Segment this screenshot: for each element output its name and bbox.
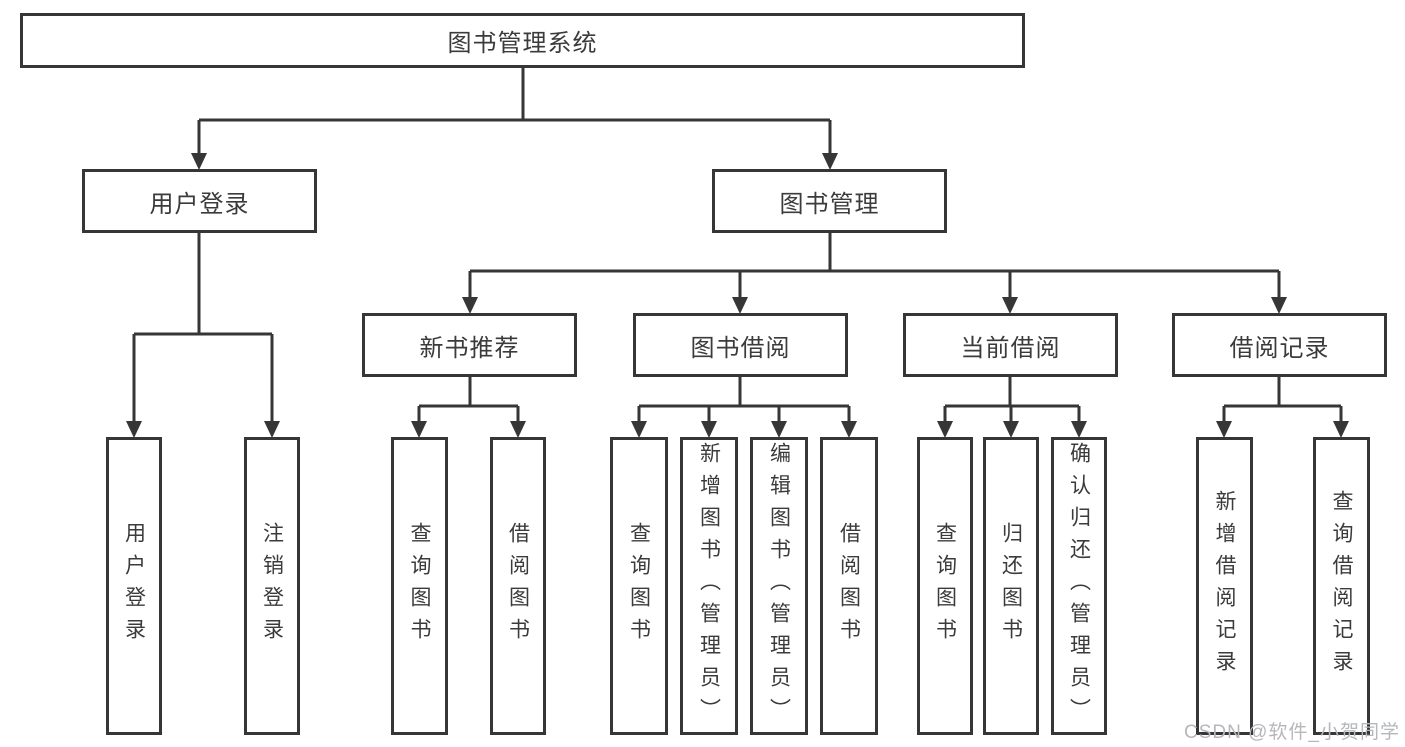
node-book-management: 图书管理 <box>712 169 947 233</box>
arrowhead-down-icon <box>841 421 857 438</box>
arrowhead-down-icon <box>1071 421 1087 438</box>
node-label: 图书管理 <box>779 190 880 218</box>
node-leaf-borrow-books: 借阅图书 <box>820 437 878 735</box>
node-user-login: 用户登录 <box>82 169 317 233</box>
node-leaf-query-books-current: 查询图书 <box>917 437 973 735</box>
node-label: 借阅图书 <box>837 522 861 650</box>
arrowhead-down-icon <box>462 297 478 314</box>
arrowhead-down-icon <box>937 421 953 438</box>
node-leaf-edit-books-admin: 编辑图书（管理员） <box>750 437 808 735</box>
csdn-watermark: CSDN @软件_小贺同学 <box>1184 722 1400 743</box>
node-label: 查询图书 <box>933 522 957 650</box>
node-label: 查询图书 <box>627 522 651 650</box>
arrowhead-down-icon <box>1333 421 1349 438</box>
node-label: 查询借阅记录 <box>1330 490 1353 682</box>
arrowhead-down-icon <box>1003 421 1019 438</box>
node-label: 新书推荐 <box>419 334 520 362</box>
node-library-management-system: 图书管理系统 <box>20 13 1025 68</box>
node-leaf-query-borrow-record: 查询借阅记录 <box>1313 437 1370 735</box>
node-new-book-recommendation: 新书推荐 <box>362 313 577 377</box>
node-leaf-query-books-recommend: 查询图书 <box>391 437 448 735</box>
arrowhead-down-icon <box>1216 421 1232 438</box>
arrowhead-down-icon <box>732 297 748 314</box>
node-label: 新增图书（管理员） <box>697 442 721 730</box>
arrowhead-down-icon <box>631 421 647 438</box>
node-book-borrowing: 图书借阅 <box>633 313 848 377</box>
node-current-borrowing: 当前借阅 <box>903 313 1118 377</box>
arrowhead-down-icon <box>510 421 526 438</box>
node-label: 图书管理系统 <box>447 30 598 57</box>
node-label: 注销登录 <box>260 522 284 650</box>
node-label: 用户登录 <box>122 522 146 650</box>
arrowhead-down-icon <box>701 421 717 438</box>
node-label: 查询图书 <box>408 522 431 650</box>
node-leaf-confirm-return-admin: 确认归还（管理员） <box>1051 437 1107 735</box>
node-label: 新增借阅记录 <box>1213 490 1236 682</box>
node-label: 编辑图书（管理员） <box>767 442 791 730</box>
node-leaf-borrow-books-recommend: 借阅图书 <box>490 437 546 735</box>
arrowhead-down-icon <box>1002 297 1018 314</box>
node-leaf-user-login: 用户登录 <box>106 437 162 735</box>
arrowhead-down-icon <box>191 153 207 170</box>
node-label: 当前借阅 <box>960 334 1061 362</box>
node-leaf-add-books-admin: 新增图书（管理员） <box>680 437 738 735</box>
arrowhead-down-icon <box>822 153 838 170</box>
arrowhead-down-icon <box>264 421 280 438</box>
arrowhead-down-icon <box>411 421 427 438</box>
node-leaf-logout: 注销登录 <box>244 437 300 735</box>
node-borrowing-records: 借阅记录 <box>1172 313 1387 377</box>
node-leaf-return-books: 归还图书 <box>983 437 1039 735</box>
node-label: 归还图书 <box>999 522 1023 650</box>
node-label: 确认归还（管理员） <box>1067 442 1091 730</box>
node-leaf-query-books-borrow: 查询图书 <box>610 437 668 735</box>
node-label: 借阅记录 <box>1229 334 1330 362</box>
node-label: 用户登录 <box>149 190 250 218</box>
arrowhead-down-icon <box>771 421 787 438</box>
node-label: 图书借阅 <box>690 334 791 362</box>
arrowhead-down-icon <box>1271 297 1287 314</box>
arrowhead-down-icon <box>126 421 142 438</box>
node-label: 借阅图书 <box>506 522 530 650</box>
node-leaf-add-borrow-record: 新增借阅记录 <box>1196 437 1253 735</box>
